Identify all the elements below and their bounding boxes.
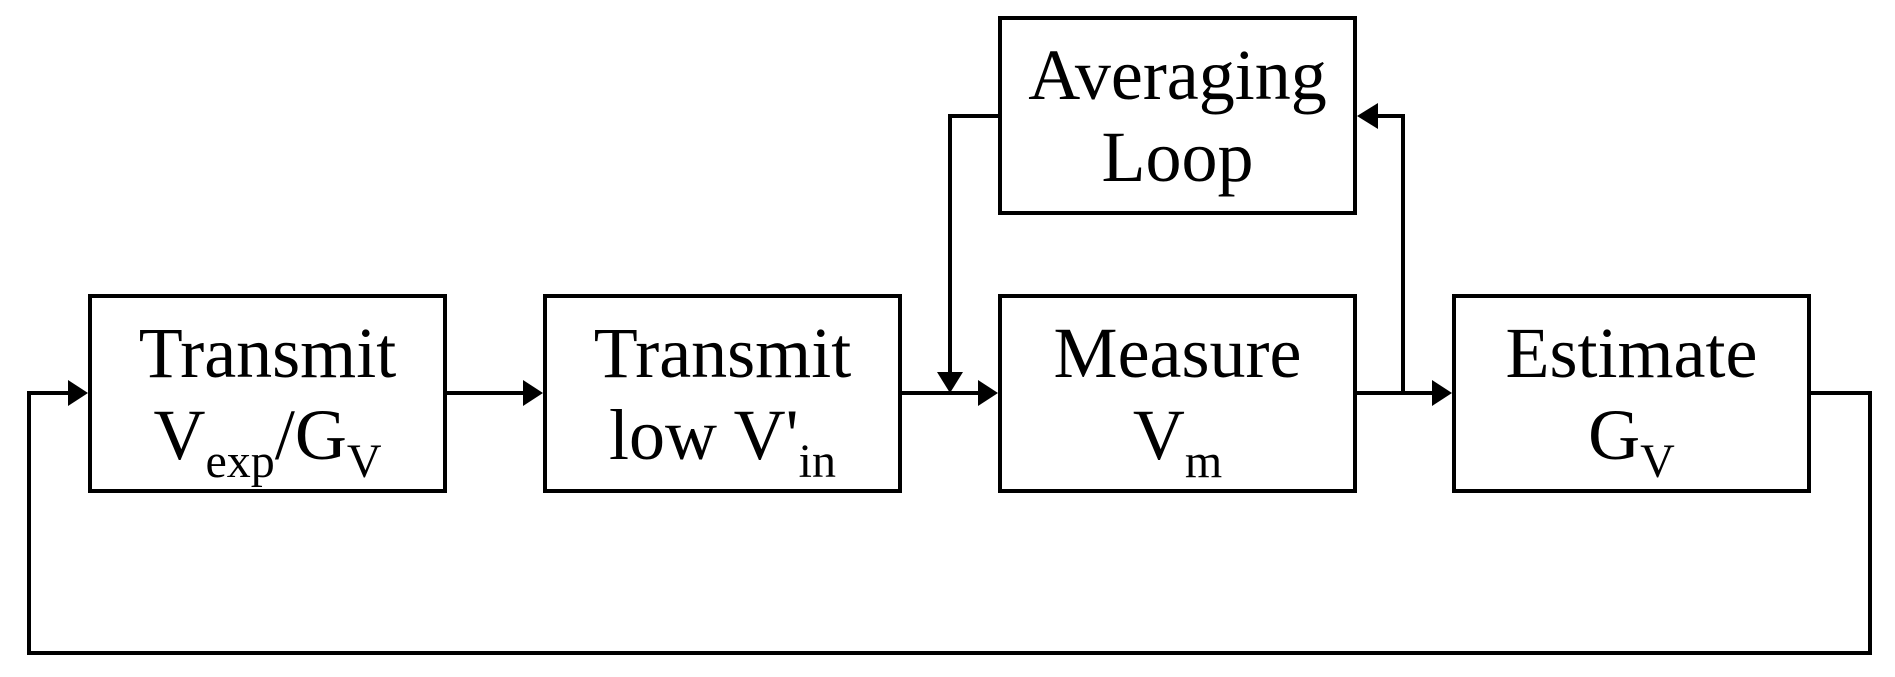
v-symbol: V: [153, 394, 206, 475]
measure-line2: Vm: [1132, 394, 1222, 486]
g-subscript: V: [346, 434, 382, 488]
transmit-low-vin-block: Transmit low V'in: [543, 294, 902, 493]
feedback-loop-estimate-to-transmit-gv: [27, 391, 1872, 655]
arrowhead-into-averaging: [1357, 103, 1378, 129]
arrow-averaging-to-measure-input: [948, 114, 998, 377]
arrowhead-into-measure: [978, 380, 998, 406]
transmit-gv-line2: Vexp/GV: [153, 394, 382, 486]
estimate-line2: GV: [1588, 394, 1675, 486]
transmit-low-line1: Transmit: [593, 312, 852, 393]
estimate-gv-block: Estimate GV: [1452, 294, 1811, 493]
transmit-low-line2: low V'in: [608, 394, 836, 486]
gv-symbol: G: [1588, 394, 1641, 475]
v-subscript: exp: [205, 434, 275, 488]
arrowhead-into-transmit-gv: [68, 380, 88, 406]
gv-subscript: V: [1640, 434, 1675, 488]
vin-subscript: in: [798, 434, 836, 488]
arrow-measure-output-to-averaging: [1375, 114, 1405, 393]
vm-symbol: V: [1132, 394, 1185, 475]
vm-subscript: m: [1184, 434, 1223, 488]
transmit-vexp-gv-block: Transmit Vexp/GV: [88, 294, 447, 493]
arrowhead-into-estimate: [1432, 380, 1452, 406]
estimate-line1: Estimate: [1505, 312, 1758, 393]
arrowhead-into-transmit-low: [523, 380, 543, 406]
slash-g-symbol: /G: [274, 394, 347, 475]
low-vin-symbol: low V': [608, 394, 799, 475]
measure-vm-block: Measure Vm: [998, 294, 1357, 493]
averaging-loop-block: Averaging Loop: [998, 16, 1357, 215]
measure-line1: Measure: [1053, 312, 1302, 393]
arrowhead-down-into-junction: [937, 372, 963, 393]
transmit-gv-line1: Transmit: [138, 312, 397, 393]
averaging-line2: Loop: [1101, 116, 1254, 197]
averaging-line1: Averaging: [1028, 34, 1327, 115]
